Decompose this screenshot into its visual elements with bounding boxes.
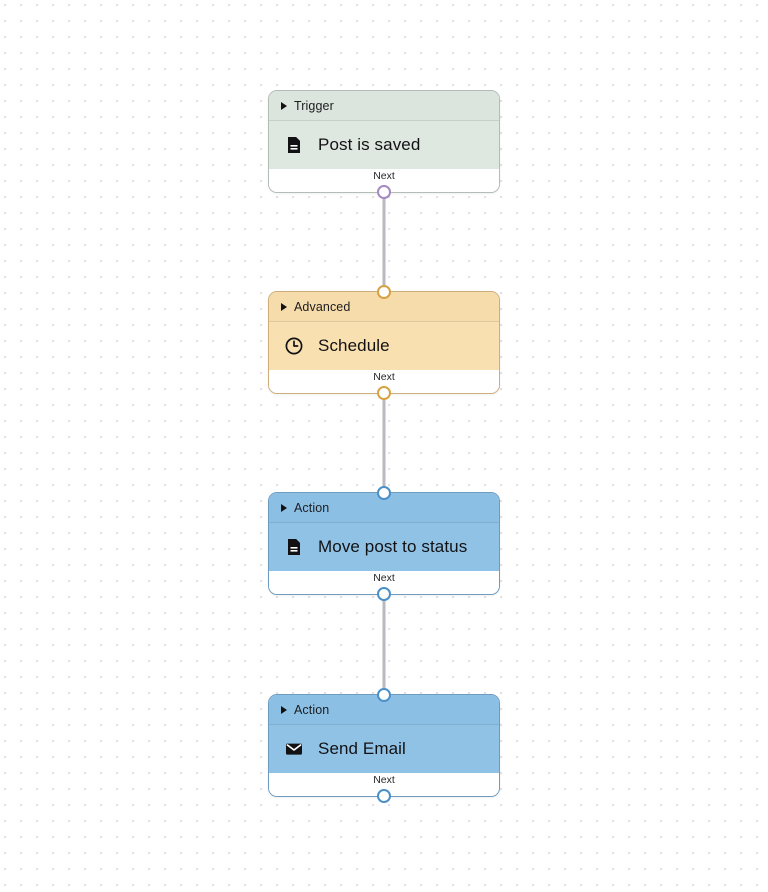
workflow-node-trigger-post-is-saved[interactable]: Trigger Post is saved Next xyxy=(268,90,500,199)
node-body-trigger[interactable]: Post is saved xyxy=(269,120,499,169)
collapse-caret-icon[interactable] xyxy=(281,705,287,714)
input-port[interactable] xyxy=(377,285,391,299)
node-title: Move post to status xyxy=(318,537,468,556)
node-footer-next[interactable]: Next xyxy=(269,169,499,192)
edge-trigger-to-advanced xyxy=(382,194,386,291)
node-footer-next[interactable]: Next xyxy=(269,773,499,796)
node-category-label: Advanced xyxy=(294,299,351,314)
workflow-node-advanced-schedule[interactable]: Advanced Schedule Next xyxy=(268,285,500,400)
node-footer-label: Next xyxy=(373,774,395,786)
document-icon xyxy=(283,134,305,156)
node-title: Schedule xyxy=(318,336,390,355)
input-port[interactable] xyxy=(377,486,391,500)
node-body-action[interactable]: Send Email xyxy=(269,724,499,773)
edge-move-post-to-send-email xyxy=(382,597,386,694)
output-port-next[interactable] xyxy=(377,386,391,400)
node-footer-label: Next xyxy=(373,371,395,383)
node-header-action[interactable]: Action xyxy=(269,493,499,522)
clock-icon xyxy=(283,335,305,357)
workflow-node-action-send-email[interactable]: Action Send Email Next xyxy=(268,688,500,803)
input-port[interactable] xyxy=(377,688,391,702)
node-header-trigger[interactable]: Trigger xyxy=(269,91,499,120)
output-port-next[interactable] xyxy=(377,587,391,601)
node-footer-label: Next xyxy=(373,572,395,584)
output-port-next[interactable] xyxy=(377,789,391,803)
collapse-caret-icon[interactable] xyxy=(281,503,287,512)
node-body-advanced[interactable]: Schedule xyxy=(269,321,499,370)
edge-advanced-to-move-post xyxy=(382,395,386,492)
output-port-next[interactable] xyxy=(377,185,391,199)
node-body-action[interactable]: Move post to status xyxy=(269,522,499,571)
workflow-node-action-move-post-to-status[interactable]: Action Move post to status Next xyxy=(268,486,500,601)
node-footer-next[interactable]: Next xyxy=(269,571,499,594)
document-icon xyxy=(283,536,305,558)
collapse-caret-icon[interactable] xyxy=(281,101,287,110)
node-category-label: Action xyxy=(294,702,330,717)
node-title: Post is saved xyxy=(318,135,421,154)
node-category-label: Trigger xyxy=(294,98,334,113)
node-category-label: Action xyxy=(294,500,330,515)
envelope-icon xyxy=(283,738,305,760)
node-title: Send Email xyxy=(318,739,406,758)
node-footer-label: Next xyxy=(373,170,395,182)
collapse-caret-icon[interactable] xyxy=(281,302,287,311)
node-footer-next[interactable]: Next xyxy=(269,370,499,393)
